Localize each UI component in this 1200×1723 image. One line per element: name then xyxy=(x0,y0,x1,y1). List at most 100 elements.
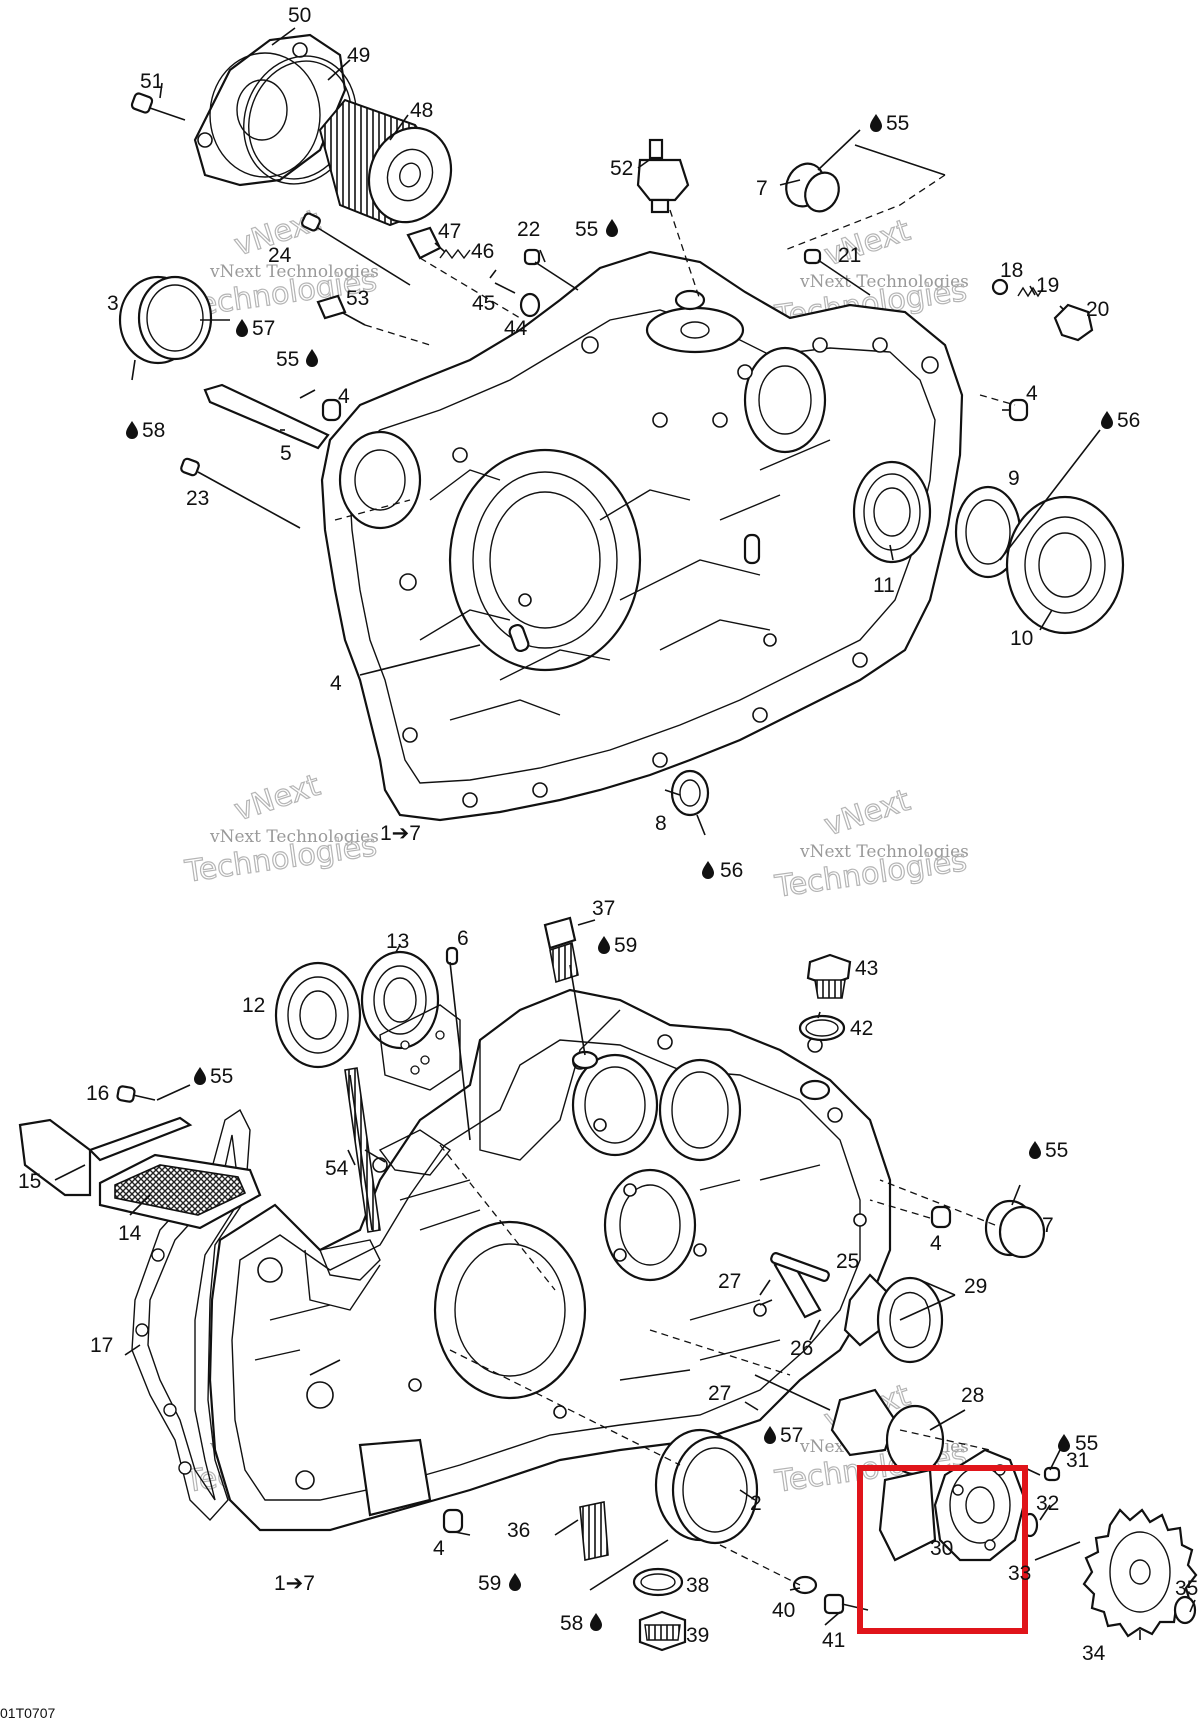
callout-40: 40 xyxy=(772,1599,795,1622)
callout-56: 56 xyxy=(1117,409,1140,432)
watermark-line: vNext Technologies xyxy=(799,272,969,292)
callout-47: 47 xyxy=(438,220,461,243)
callout-19: 19 xyxy=(1036,274,1059,297)
callout-48: 48 xyxy=(410,99,433,122)
callout-8: 8 xyxy=(655,812,667,835)
oil-filter-group xyxy=(193,33,453,227)
callout-36: 36 xyxy=(507,1519,530,1542)
callout-55: 55 xyxy=(210,1065,233,1088)
callout-23: 23 xyxy=(186,487,209,510)
callout-55: 55 xyxy=(1075,1432,1098,1455)
callout-52: 52 xyxy=(610,157,633,180)
callout-4: 4 xyxy=(1026,382,1038,405)
drop-icon xyxy=(1101,411,1113,429)
callout-55: 55 xyxy=(276,348,299,371)
callout-15: 15 xyxy=(18,1170,41,1193)
lower-crankcase xyxy=(208,988,892,1532)
gasket-17 xyxy=(131,1108,251,1522)
watermark-line: vNext Technologies xyxy=(799,842,969,862)
callout-56: 56 xyxy=(720,859,743,882)
drop-icon xyxy=(764,1426,776,1444)
callout-1-to-7: 1➔7 xyxy=(380,822,421,845)
drop-icon xyxy=(194,1067,206,1085)
watermark-arc: vNext xyxy=(820,213,914,273)
bracket-and-screen xyxy=(18,1116,262,1230)
drop-icon xyxy=(870,114,882,132)
callout-55: 55 xyxy=(575,218,598,241)
callout-46: 46 xyxy=(471,240,494,263)
callout-21: 21 xyxy=(838,244,861,267)
callout-20: 20 xyxy=(1086,298,1109,321)
callout-5: 5 xyxy=(280,442,292,465)
callout-6: 6 xyxy=(457,927,469,950)
upper-crankcase xyxy=(320,250,964,822)
callout-55: 55 xyxy=(886,112,909,135)
callout-10: 10 xyxy=(1010,627,1033,650)
callout-44: 44 xyxy=(504,317,528,340)
lower-small-parts xyxy=(116,916,1198,1652)
drop-icon xyxy=(598,936,610,954)
watermark-line: vNext Technologies xyxy=(209,262,379,282)
callout-22: 22 xyxy=(517,218,540,241)
lower-leader-lines xyxy=(54,919,1196,1640)
drop-icon xyxy=(702,861,714,879)
upper-small-parts xyxy=(118,92,1125,817)
callout-57: 57 xyxy=(780,1424,803,1447)
callout-27: 27 xyxy=(718,1270,741,1293)
watermark-arc: vNext xyxy=(230,768,324,828)
callout-39: 39 xyxy=(686,1624,709,1647)
drop-icon xyxy=(306,349,318,367)
callout-4: 4 xyxy=(433,1537,445,1560)
callout-35: 35 xyxy=(1175,1577,1198,1600)
callout-33: 33 xyxy=(1008,1562,1031,1585)
callout-42: 42 xyxy=(850,1017,873,1040)
watermark-arc: vNext xyxy=(820,783,914,843)
callout-29: 29 xyxy=(964,1275,987,1298)
callout-54: 54 xyxy=(325,1157,349,1180)
callout-53: 53 xyxy=(346,287,369,310)
callout-18: 18 xyxy=(1000,259,1023,282)
callout-55: 55 xyxy=(1045,1139,1068,1162)
callout-58: 58 xyxy=(142,419,165,442)
drop-icon xyxy=(509,1573,521,1591)
callout-37: 37 xyxy=(592,897,615,920)
callout-58: 58 xyxy=(560,1612,583,1635)
drawing-code: 01T0707 xyxy=(0,1705,55,1721)
highlight-box xyxy=(857,1465,1028,1634)
callout-labels: 51 50 49 48 52 55 7 55 47 46 22 24 21 18… xyxy=(0,4,1198,1721)
callout-4: 4 xyxy=(330,672,342,695)
callout-34: 34 xyxy=(1082,1642,1106,1665)
upper-leader-lines xyxy=(131,27,1101,836)
callout-32: 32 xyxy=(1036,1492,1059,1515)
callout-38: 38 xyxy=(686,1574,709,1597)
callout-49: 49 xyxy=(347,44,370,67)
callout-12: 12 xyxy=(242,994,265,1017)
callout-43: 43 xyxy=(855,957,878,980)
callout-4: 4 xyxy=(930,1232,942,1255)
callout-13: 13 xyxy=(386,930,409,953)
drop-icon xyxy=(1029,1141,1041,1159)
callout-3: 3 xyxy=(107,292,119,315)
callout-28: 28 xyxy=(961,1384,984,1407)
drop-icon xyxy=(236,319,248,337)
callout-51: 51 xyxy=(140,70,163,93)
callout-50: 50 xyxy=(288,4,311,27)
callout-41: 41 xyxy=(822,1629,845,1652)
callout-7: 7 xyxy=(756,177,768,200)
callout-16: 16 xyxy=(86,1082,109,1105)
drop-icon xyxy=(126,421,138,439)
callout-45: 45 xyxy=(472,292,495,315)
callout-59: 59 xyxy=(478,1572,501,1595)
callout-11: 11 xyxy=(873,574,895,597)
callout-24: 24 xyxy=(268,244,292,267)
callout-57: 57 xyxy=(252,317,275,340)
callout-7: 7 xyxy=(1042,1214,1054,1237)
callout-2: 2 xyxy=(750,1492,762,1515)
callout-26: 26 xyxy=(790,1337,813,1360)
callout-27: 27 xyxy=(708,1382,731,1405)
callout-4: 4 xyxy=(338,385,350,408)
callout-1-to-7: 1➔7 xyxy=(274,1572,315,1595)
callout-31: 31 xyxy=(1066,1449,1089,1472)
callout-59: 59 xyxy=(614,934,637,957)
